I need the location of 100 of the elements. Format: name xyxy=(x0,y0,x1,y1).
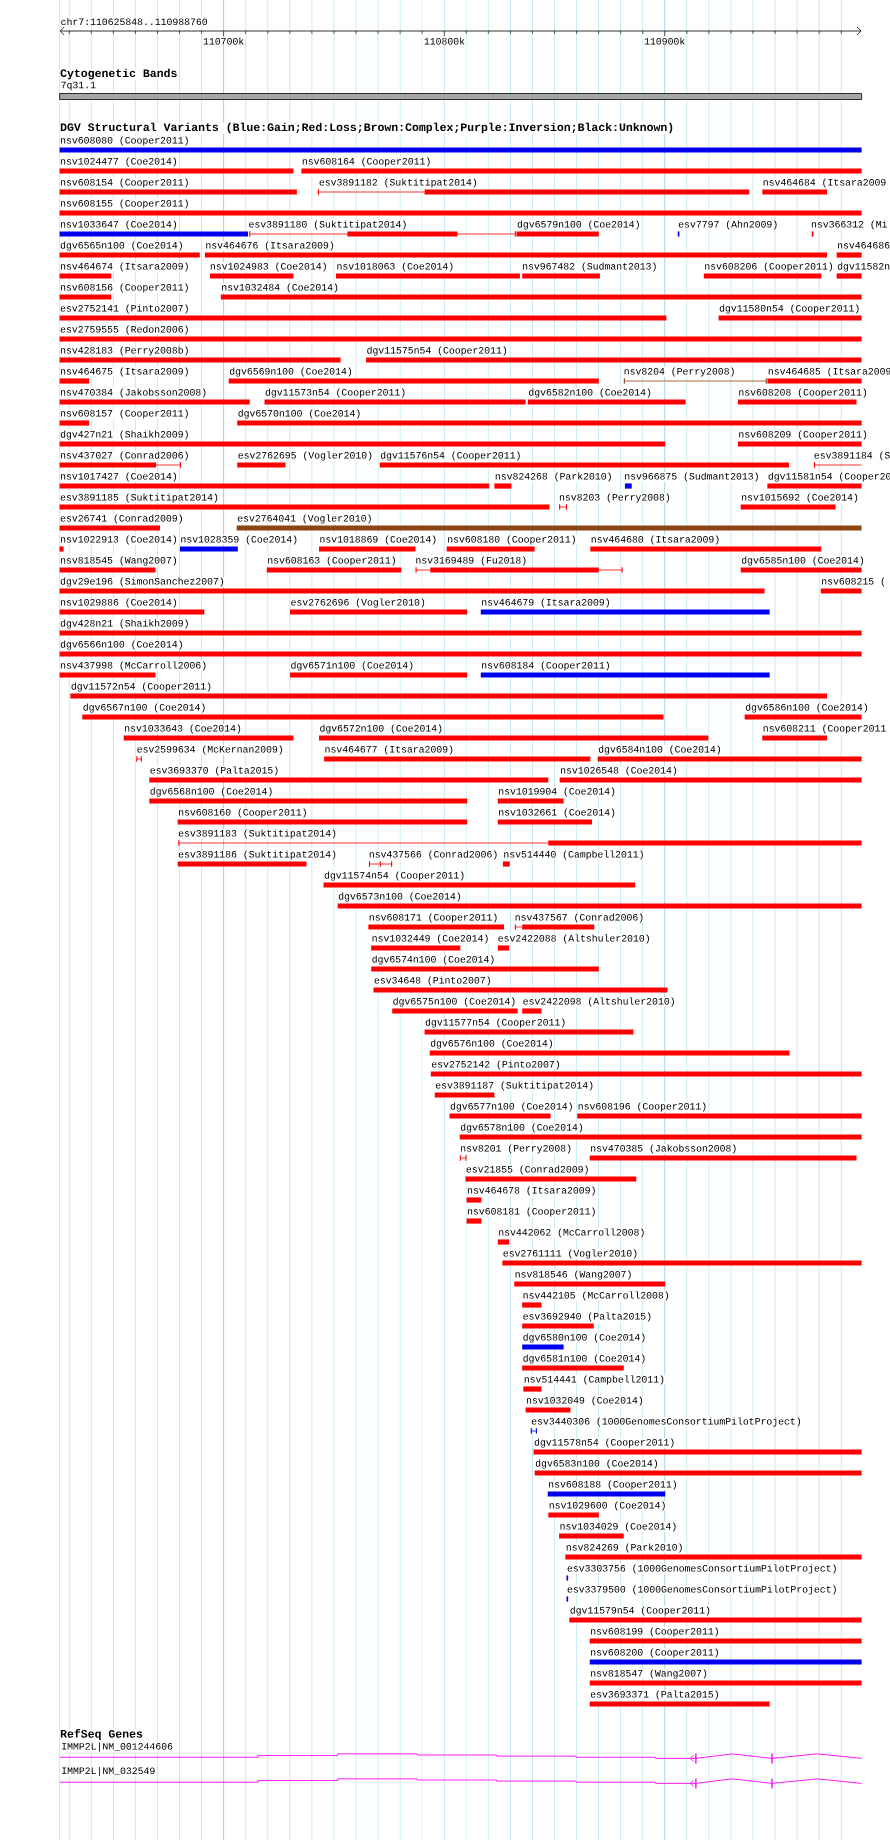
node-label: dgv6576n100 (Coe2014) xyxy=(430,1039,552,1049)
variant-feature: esv2422098 (Altshuler2010) xyxy=(522,997,676,1014)
variant-feature: esv3891180 (Suktitipat2014) xyxy=(248,220,516,238)
variant-feature: nsv442105 (McCarroll2008) xyxy=(522,1291,670,1308)
variant-feature: esv3440306 (1000GenomesConsortiumPilotProject) xyxy=(530,1417,803,1435)
node-label: esv3693371 (Palta2015) xyxy=(590,1690,718,1700)
variant-feature: nsv470385 (Jakobsson2008) xyxy=(589,1144,857,1161)
node-label: nsv1033643 (Coe2014) xyxy=(125,724,241,734)
node-label: dgv428n21 (Shaikh2009) xyxy=(60,619,188,629)
node-label: nsv464685 (Itsara2009 xyxy=(768,367,890,377)
node-label: esv2759555 (Redon2006) xyxy=(60,325,188,335)
variant-feature: esv21855 (Conrad2009) xyxy=(465,1165,637,1182)
variant-feature: nsv1028359 (Coe2014) xyxy=(179,535,299,552)
node-label: dgv6582n100 (Coe2014) xyxy=(529,388,651,398)
variant-feature: nsv608156 (Cooper2011) xyxy=(59,283,190,300)
node-label: nsv8203 (Perry2008) xyxy=(559,493,670,503)
node-label: dgv6585n100 (Coe2014) xyxy=(741,556,864,566)
node-label: nsv8201 (Perry2008) xyxy=(461,1144,571,1154)
node-label: nsv824268 (Park2010) xyxy=(495,472,611,482)
node-label: nsv1026548 (Coe2014) xyxy=(561,766,677,776)
variant-feature: dgv11582n xyxy=(836,262,890,279)
variant-feature: nsv608163 (Cooper2011) xyxy=(266,556,402,573)
variant-feature: dgv11580n54 (Cooper2011) xyxy=(718,304,862,321)
node-label: nsv608154 (Cooper2011) xyxy=(60,178,188,188)
variant-feature: nsv464678 (Itsara2009) xyxy=(466,1186,597,1203)
node-label: nsv1017427 (Coe2014) xyxy=(60,472,177,482)
variant-feature: nsv608171 (Cooper2011) xyxy=(368,913,505,930)
variant-feature: nsv1029600 (Coe2014) xyxy=(548,1501,667,1518)
node-label: nsv442105 (McCarroll2008) xyxy=(523,1291,669,1301)
variant-feature: esv2752142 (Pinto2007) xyxy=(430,1060,862,1077)
variant-feature: nsv608209 (Cooper2011) xyxy=(737,430,869,447)
node-label: esv3303756 (1000GenomesConsortiumPilotProject) xyxy=(567,1564,836,1574)
variant-feature: nsv1019904 (Coe2014) xyxy=(497,787,617,804)
node-label: dgv29e196 (SimonSanchez2007) xyxy=(60,577,224,587)
node-label: esv3891185 (Suktitipat2014) xyxy=(60,493,218,503)
node-label: nsv608200 (Cooper2011) xyxy=(591,1648,718,1658)
variant-feature: nsv818545 (Wang2007) xyxy=(59,556,178,573)
node-label: dgv6568n100 (Coe2014) xyxy=(150,787,272,797)
node-label: nsv464677 (Itsara2009) xyxy=(325,745,453,755)
variant-feature: dgv6578n100 (Coe2014) xyxy=(459,1123,862,1140)
node-label: esv3891184 (S xyxy=(814,451,890,461)
variant-feature: esv3891187 (Suktitipat2014) xyxy=(434,1081,595,1098)
variant-feature: nsv464685 (Itsara2009 xyxy=(767,367,890,384)
variant-feature: esv3891184 (S xyxy=(813,451,890,469)
variant-feature: dgv6566n100 (Coe2014) xyxy=(59,640,862,657)
variant-feature: nsv608154 (Cooper2011) xyxy=(59,178,297,195)
variant-feature: nsv608160 (Cooper2011) xyxy=(177,808,468,825)
node-label: nsv608211 (Cooper2011 xyxy=(763,724,886,734)
node-label: nsv514441 (Campbell2011) xyxy=(524,1375,664,1385)
variant-feature: dgv11572n54 (Cooper2011) xyxy=(70,682,827,699)
variant-feature: dgv11581n54 (Cooper20 xyxy=(767,472,890,489)
node-label: nsv608157 (Cooper2011) xyxy=(60,409,188,419)
node-label: esv34648 (Pinto2007) xyxy=(374,976,490,986)
variant-feature: dgv6575n100 (Coe2014) xyxy=(392,997,518,1014)
node-label: dgv11580n54 (Cooper2011) xyxy=(719,304,859,314)
node-label: esv2599634 (McKernan2009) xyxy=(137,745,283,755)
variant-feature: esv3693371 (Palta2015) xyxy=(589,1690,770,1707)
node-label: esv2752141 (Pinto2007) xyxy=(60,304,188,314)
node-label: dgv11576n54 (Cooper2011) xyxy=(380,451,520,461)
variant-feature: dgv6583n100 (Coe2014) xyxy=(534,1459,862,1476)
variant-feature: dgv6584n100 (Coe2014) xyxy=(597,745,862,762)
node-label: dgv11575n54 (Cooper2011) xyxy=(367,346,507,356)
node-label: nsv608209 (Cooper2011) xyxy=(739,430,867,440)
node-label: dgv6577n100 (Coe2014) xyxy=(450,1102,572,1112)
variant-feature: nsv824269 (Park2010) xyxy=(565,1543,862,1560)
variant-feature: nsv437027 (Conrad2006) xyxy=(59,451,190,469)
variant-feature: nsv608164 (Cooper2011) xyxy=(301,157,862,174)
node-label: nsv818546 (Wang2007) xyxy=(515,1270,631,1280)
node-label: dgv11578n54 (Cooper2011) xyxy=(534,1438,674,1448)
variant-feature: dgv6571n100 (Coe2014) xyxy=(290,661,468,678)
node-label: esv3891180 (Suktitipat2014) xyxy=(249,220,406,230)
variant-feature: esv2762695 (Vogler2010) xyxy=(237,451,374,468)
variant-feature: dgv6569n100 (Coe2014) xyxy=(228,367,599,384)
variant-feature: nsv608208 (Cooper2011) xyxy=(737,388,869,405)
variant-feature: dgv11579n54 (Cooper2011) xyxy=(569,1606,862,1623)
node-label: dgv6569n100 (Coe2014) xyxy=(229,367,352,377)
node-label: esv2764041 (Vogler2010) xyxy=(237,514,371,524)
node-label: nsv464676 (Itsara2009) xyxy=(206,241,334,251)
transcript-label: IMMP2L|NM_032549 xyxy=(60,1766,156,1777)
variant-feature: dgv6585n100 (Coe2014) xyxy=(740,556,865,573)
variant-feature: dgv6579n100 (Coe2014) xyxy=(516,220,641,237)
variant-feature: dgv428n21 (Shaikh2009) xyxy=(59,619,862,636)
node-label: nsv824269 (Park2010) xyxy=(566,1543,682,1553)
node-label: nsv464674 (Itsara2009) xyxy=(60,262,188,272)
coordinate-label: chr7:110625848..110988760 xyxy=(60,17,208,26)
node-label: nsv1022913 (Coe2014) xyxy=(60,535,177,545)
node-label: nsv514440 (Campbell2011) xyxy=(504,850,643,860)
variant-feature: dgv6574n100 (Coe2014) xyxy=(371,955,599,972)
node-label: dgv6584n100 (Coe2014) xyxy=(598,745,721,755)
node-label: dgv6566n100 (Coe2014) xyxy=(60,640,182,650)
node-label: nsv608184 (Cooper2011) xyxy=(482,661,609,671)
node-label: dgv6574n100 (Coe2014) xyxy=(372,955,494,965)
transcript-label: IMMP2L|NM_001244606 xyxy=(60,1742,174,1752)
node-label: nsv464680 (Itsara2009) xyxy=(591,535,719,545)
node-label: nsv608196 (Cooper2011) xyxy=(578,1102,706,1112)
node-label: dgv11574n54 (Cooper2011) xyxy=(324,871,464,881)
variant-feature: nsv967482 (Sudmant2013) xyxy=(521,262,658,279)
variant-feature: nsv514441 (Campbell2011) xyxy=(523,1375,666,1392)
variant-feature: nsv464680 (Itsara2009) xyxy=(590,535,822,552)
node-label: nsv966875 (Sudmant2013) xyxy=(625,472,758,482)
